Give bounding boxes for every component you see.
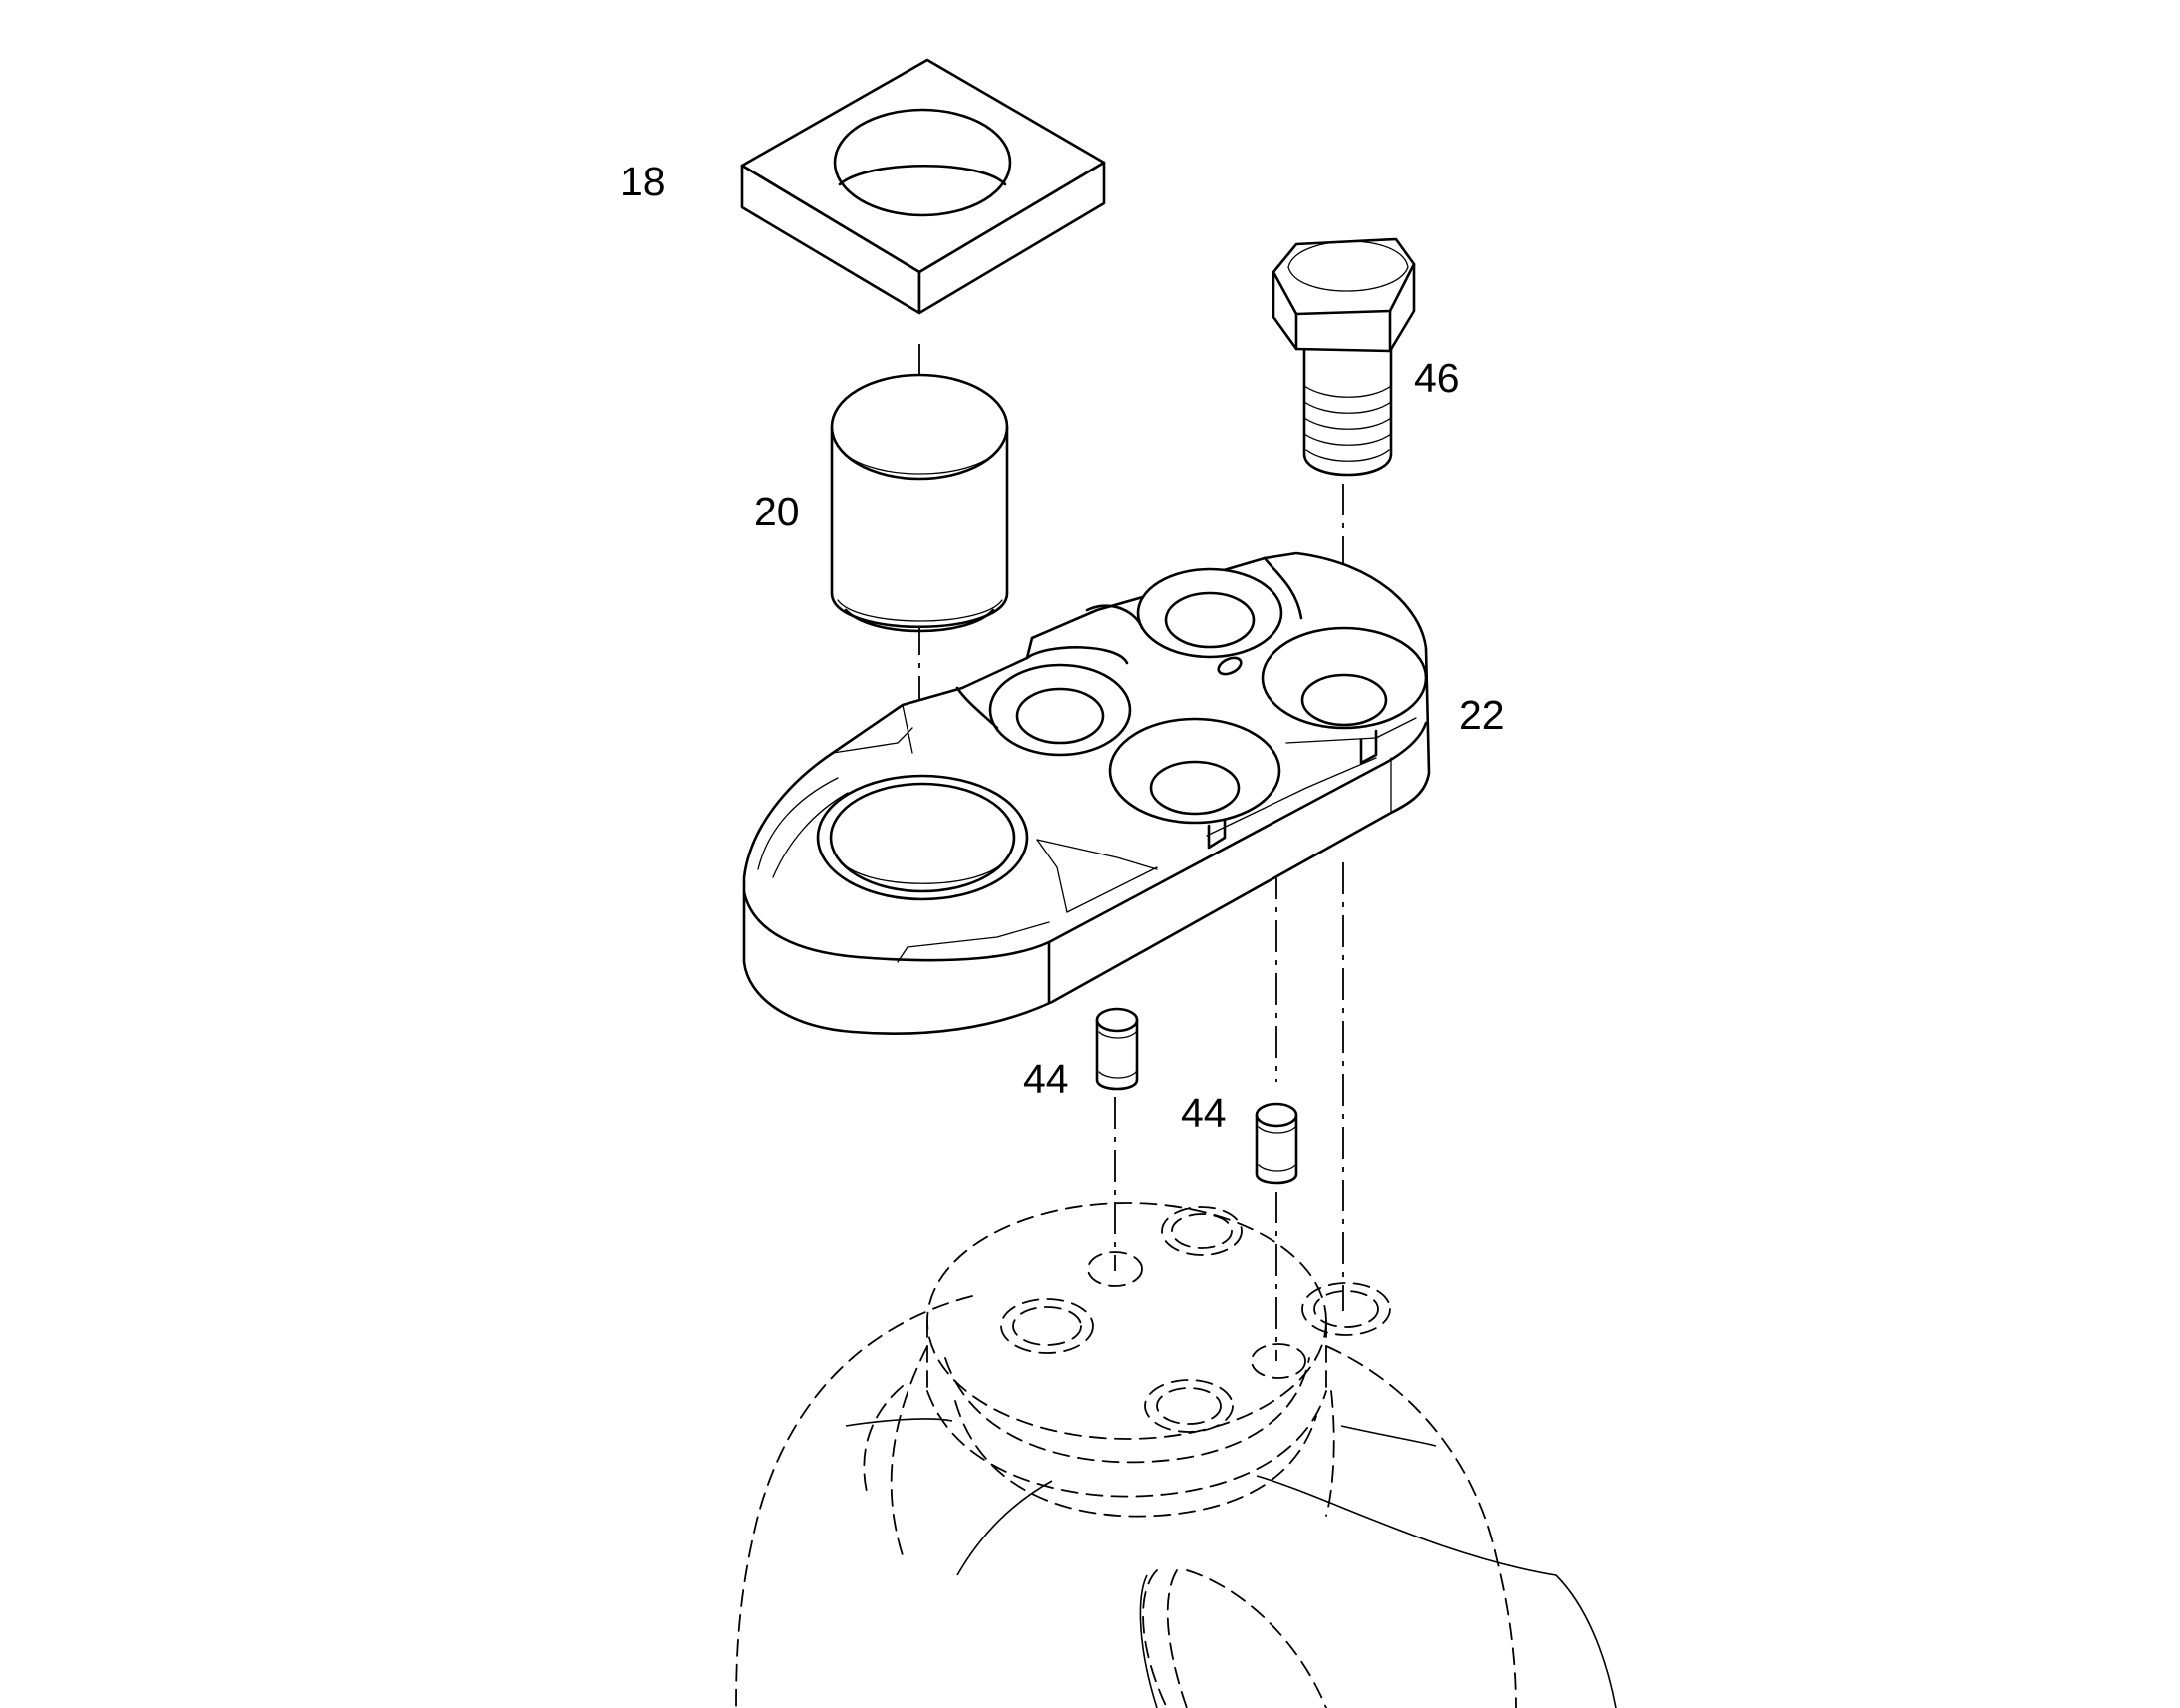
callout-20: 20 — [754, 489, 800, 534]
callout-18: 18 — [620, 159, 666, 204]
callout-22: 22 — [1459, 692, 1505, 738]
callout-44-right: 44 — [1181, 1090, 1227, 1136]
bracket-22 — [742, 551, 1431, 1035]
washer-18 — [740, 58, 1106, 315]
bolt-46 — [1272, 237, 1416, 477]
bushing-20 — [830, 373, 1009, 633]
hub-housing-outline — [735, 1202, 1617, 1708]
callout-46: 46 — [1414, 355, 1460, 401]
pin-44-left — [1095, 1007, 1139, 1091]
callout-44-left: 44 — [1023, 1056, 1069, 1102]
pin-44-right — [1255, 1102, 1298, 1185]
